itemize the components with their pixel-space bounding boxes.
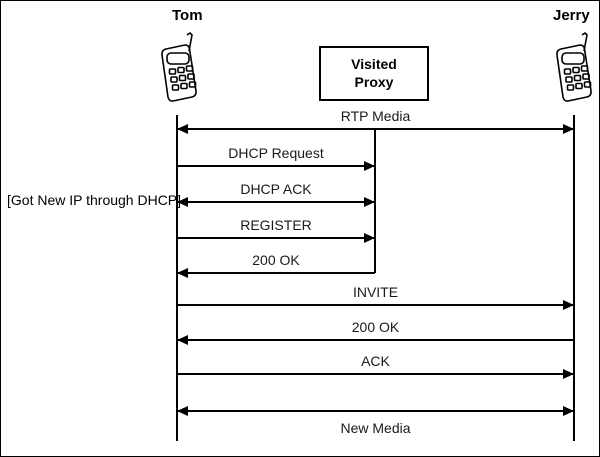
arrowhead-right-icon — [364, 161, 375, 171]
actor-label-jerry: Jerry — [553, 7, 590, 24]
note-got-new-ip: [Got New IP through DHCP] — [7, 192, 182, 208]
proxy-label-line2: Proxy — [354, 73, 394, 90]
message-line — [177, 272, 375, 274]
message-label: DHCP Request — [228, 145, 324, 161]
arrowhead-left-icon — [177, 268, 188, 278]
message-line — [177, 373, 574, 375]
message-label: New Media — [340, 420, 411, 436]
arrowhead-right-icon — [364, 233, 375, 243]
arrowhead-left-icon — [177, 124, 188, 134]
message-line — [177, 165, 375, 167]
arrowhead-right-icon — [563, 369, 574, 379]
arrowhead-right-icon — [563, 300, 574, 310]
arrowhead-left-icon — [177, 406, 188, 416]
mobile-phone-icon-jerry — [551, 29, 599, 114]
message-line — [177, 339, 574, 341]
message-label: 200 OK — [252, 252, 300, 268]
mobile-phone-icon-tom — [156, 29, 204, 114]
message-line — [177, 410, 574, 412]
message-label: INVITE — [352, 284, 399, 300]
message-line — [177, 201, 375, 203]
arrowhead-right-icon — [563, 124, 574, 134]
actor-label-tom: Tom — [172, 7, 203, 24]
message-line — [177, 304, 574, 306]
arrowhead-left-icon — [177, 197, 188, 207]
message-label: RTP Media — [340, 108, 411, 124]
message-line — [177, 237, 375, 239]
arrowhead-right-icon — [563, 406, 574, 416]
proxy-node-box: Visited Proxy — [319, 46, 429, 101]
message-label: 200 OK — [351, 319, 400, 335]
lifeline-proxy — [374, 129, 376, 273]
arrowhead-right-icon — [364, 197, 375, 207]
proxy-label-line1: Visited — [351, 56, 397, 72]
message-line — [177, 128, 574, 130]
arrowhead-left-icon — [177, 335, 188, 345]
lifeline-tom — [176, 115, 178, 441]
message-label: REGISTER — [240, 217, 312, 233]
message-label: ACK — [361, 353, 390, 369]
message-label: DHCP ACK — [240, 181, 312, 197]
lifeline-jerry — [573, 115, 575, 441]
